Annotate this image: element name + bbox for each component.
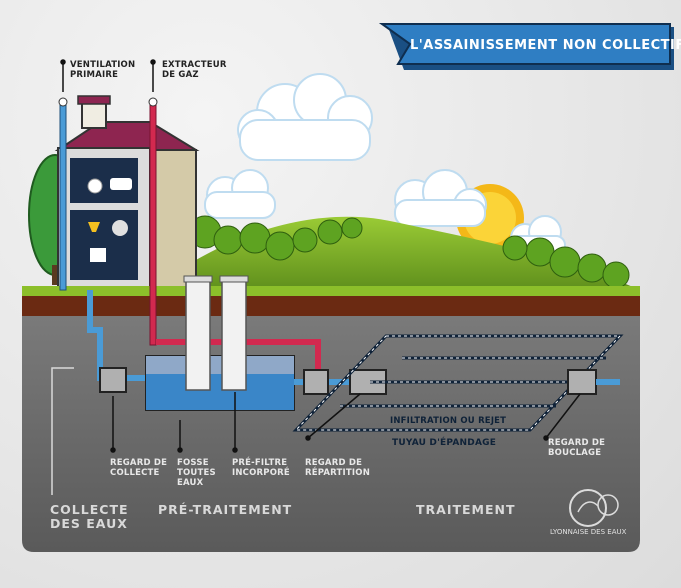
section-traitement: TRAITEMENT — [416, 502, 516, 517]
grass-strip — [22, 286, 640, 296]
label-ventilation: VENTILATION PRIMAIRE — [70, 60, 136, 80]
label-fosse: FOSSE TOUTES EAUX — [177, 458, 216, 488]
label-regard-collecte: REGARD DE COLLECTE — [110, 458, 168, 478]
regard-sortie — [303, 369, 329, 395]
label-tuyau: TUYAU D'ÉPANDAGE — [392, 438, 497, 448]
label-regard-bouclage: REGARD DE BOUCLAGE — [548, 438, 606, 458]
label-infiltration: INFILTRATION OU REJET — [390, 416, 507, 426]
cloud-large — [237, 73, 373, 161]
leader-lines — [60, 59, 581, 453]
page-title: L'ASSAINISSEMENT NON COLLECTIF — [410, 38, 681, 53]
vent-pipe-blue — [59, 99, 67, 291]
label-extracteur: EXTRACTEUR DE GAZ — [162, 60, 227, 80]
epandage-field — [292, 334, 624, 432]
regard-repartition — [349, 369, 387, 395]
section-collecte: COLLECTE DES EAUX — [50, 502, 129, 531]
brand-name: LYONNAISE DES EAUX — [550, 528, 627, 536]
brand-logo — [569, 489, 619, 527]
vent-pipe-red — [149, 99, 157, 346]
label-regard-repartition: REGARD DE RÉPARTITION — [305, 458, 371, 478]
cloud-right — [394, 169, 487, 227]
cloud-small-left — [204, 169, 276, 219]
label-prefiltre: PRÉ-FILTRE INCORPORÉ — [232, 458, 290, 478]
section-pretraitement: PRÉ-TRAITEMENT — [158, 502, 293, 517]
fosse-column-left — [185, 279, 211, 391]
soil-strip — [22, 296, 640, 316]
house — [54, 95, 200, 291]
prefiltre-column — [221, 279, 247, 391]
regard-bouclage — [567, 369, 597, 395]
title-banner-shape — [378, 23, 674, 70]
regard-collecte — [99, 367, 127, 393]
fosse-tank — [145, 355, 295, 411]
collecte-leader — [51, 367, 74, 495]
